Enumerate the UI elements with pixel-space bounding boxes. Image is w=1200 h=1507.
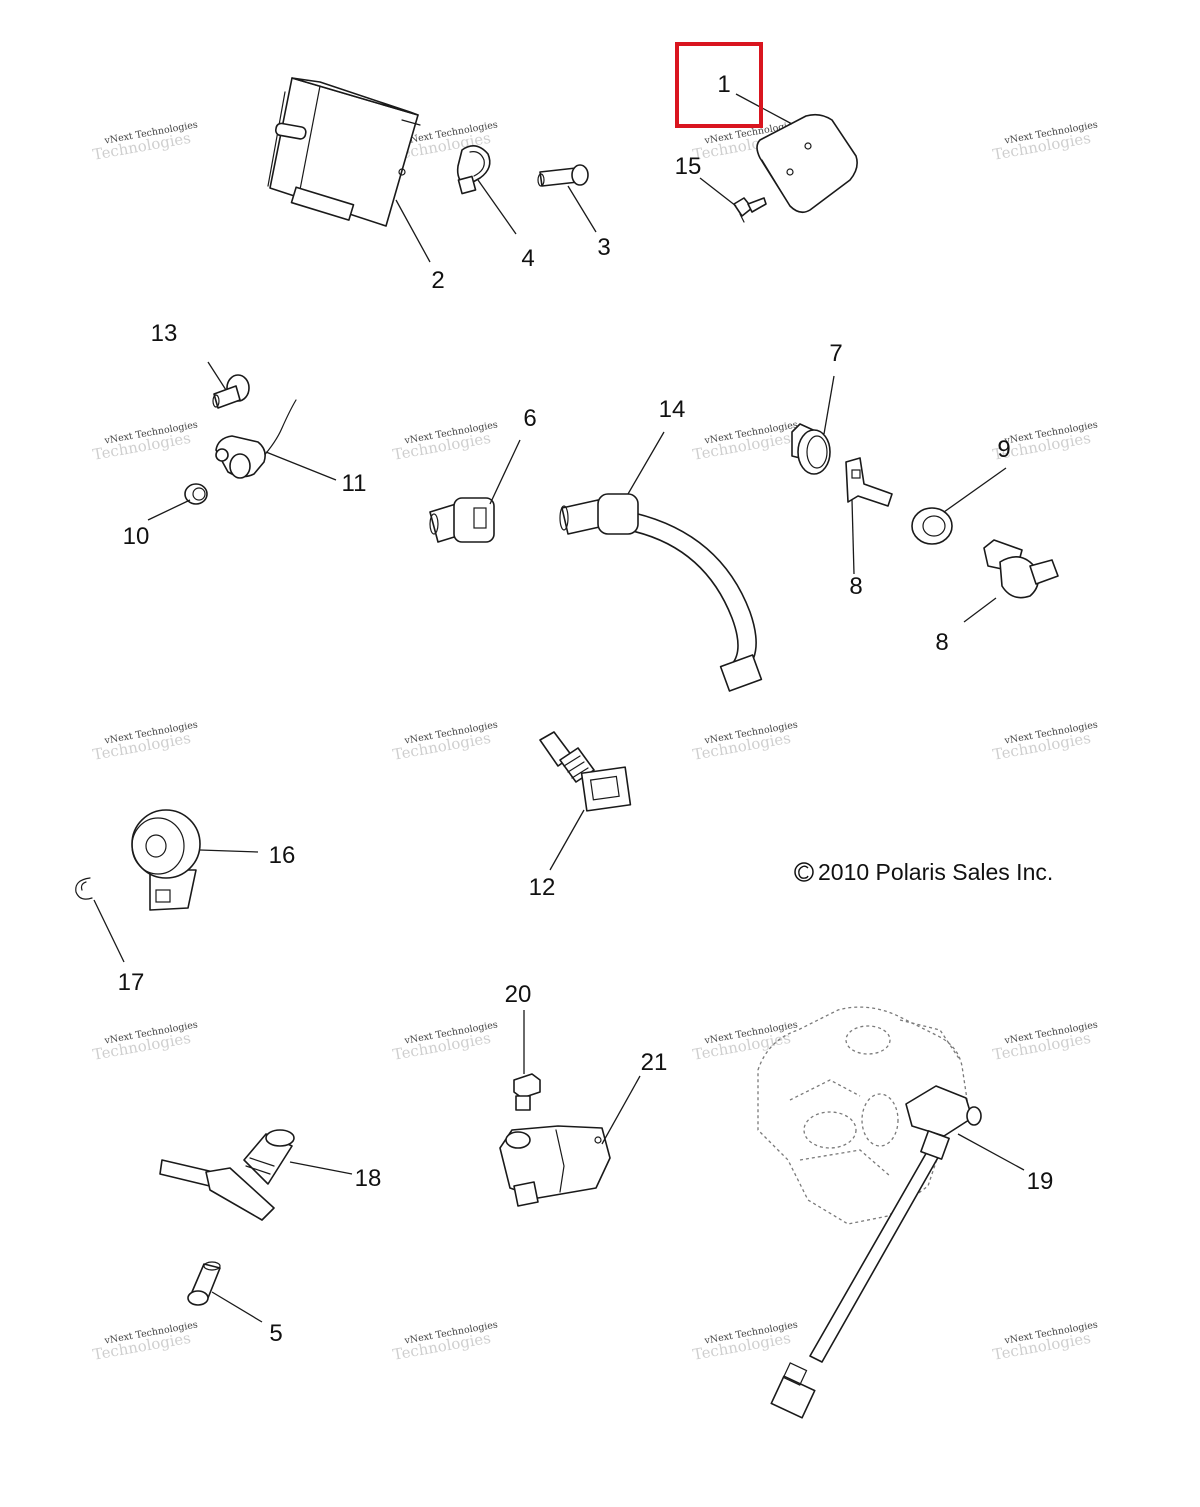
callout-8b[interactable]: 8	[935, 629, 948, 656]
engine-ghost-outline	[757, 1006, 969, 1225]
part-2-ecu-module[interactable]	[267, 77, 421, 227]
part-9-nut[interactable]	[911, 507, 953, 545]
watermark: Technologies vNext Technologies	[91, 1319, 198, 1363]
part-15-screw[interactable]	[733, 197, 767, 223]
callout-19[interactable]: 19	[1027, 1168, 1054, 1195]
callout-4[interactable]: 4	[521, 245, 534, 272]
highlight-box-part-1	[675, 42, 763, 128]
part-7-cap[interactable]	[791, 423, 831, 475]
callout-15[interactable]: 15	[675, 153, 702, 180]
callout-13[interactable]: 13	[151, 320, 178, 347]
watermark: Technologies vNext Technologies	[691, 419, 798, 463]
part-8-bracket[interactable]	[845, 457, 893, 507]
part-6-plug[interactable]	[429, 497, 495, 543]
part-17-clip[interactable]	[75, 877, 93, 900]
part-16-knock-sensor[interactable]	[131, 809, 201, 911]
watermark: Technologies vNext Technologies	[391, 719, 498, 763]
watermark: Technologies vNext Technologies	[91, 119, 198, 163]
callout-9[interactable]: 9	[997, 436, 1010, 463]
callout-10[interactable]: 10	[123, 523, 150, 550]
callout-16[interactable]: 16	[269, 842, 296, 869]
callout-17[interactable]: 17	[118, 969, 145, 996]
watermark: Technologies vNext Technologies	[391, 1019, 498, 1063]
watermark: Technologies vNext Technologies	[991, 1019, 1098, 1063]
watermark: Technologies vNext Technologies	[991, 119, 1098, 163]
part-8-switch[interactable]	[983, 539, 1059, 599]
copyright-symbol-icon	[794, 862, 814, 882]
callout-8a[interactable]: 8	[849, 573, 862, 600]
leader-lines	[93, 93, 1025, 1323]
watermark: Technologies vNext Technologies	[391, 419, 498, 463]
callout-2[interactable]: 2	[431, 267, 444, 294]
part-12-temp-sensor[interactable]	[539, 731, 632, 812]
part-14-cable-sensor[interactable]	[559, 493, 763, 692]
part-21-map-sensor[interactable]	[499, 1125, 611, 1207]
callout-6[interactable]: 6	[523, 405, 536, 432]
watermark: Technologies vNext Technologies	[691, 1319, 798, 1363]
part-10-cap[interactable]	[184, 483, 208, 505]
callout-12[interactable]: 12	[529, 874, 556, 901]
watermark: Technologies vNext Technologies	[391, 1319, 498, 1363]
copyright-notice: 2010 Polaris Sales Inc.	[794, 859, 1053, 885]
part-18-speed-sensor[interactable]	[159, 1129, 295, 1221]
callout-5[interactable]: 5	[269, 1320, 282, 1347]
callout-18[interactable]: 18	[355, 1165, 382, 1192]
callout-1[interactable]: 1	[717, 71, 730, 98]
callout-labels: 1 2 3 4 5 6 7 8 8 9 10 11 12 13 14 15 16…	[118, 71, 1054, 1347]
part-13-bolt[interactable]	[212, 374, 250, 409]
callout-11[interactable]: 11	[342, 470, 367, 497]
copyright-c-glyph	[798, 865, 809, 879]
watermark: Technologies vNext Technologies	[91, 1019, 198, 1063]
part-19-long-sensor[interactable]	[770, 1085, 982, 1419]
watermark: Technologies vNext Technologies	[91, 719, 198, 763]
watermark: Technologies vNext Technologies	[991, 719, 1098, 763]
part-3-pin[interactable]	[537, 164, 589, 187]
callout-14[interactable]: 14	[659, 396, 686, 423]
callout-21[interactable]: 21	[641, 1049, 668, 1076]
part-11-sensor[interactable]	[215, 399, 297, 479]
watermark: Technologies vNext Technologies	[991, 1319, 1098, 1363]
part-4-clip[interactable]	[456, 145, 491, 195]
callout-7[interactable]: 7	[829, 340, 842, 367]
part-5-pin[interactable]	[187, 1261, 221, 1306]
watermark: Technologies vNext Technologies	[91, 419, 198, 463]
part-1-cover[interactable]	[756, 113, 858, 214]
part-20-bolt[interactable]	[513, 1073, 541, 1111]
callout-20[interactable]: 20	[505, 981, 532, 1008]
watermark: Technologies vNext Technologies	[691, 1019, 798, 1063]
copyright-text: 2010 Polaris Sales Inc.	[818, 859, 1053, 885]
watermark: Technologies vNext Technologies	[691, 719, 798, 763]
callout-3[interactable]: 3	[597, 234, 610, 261]
